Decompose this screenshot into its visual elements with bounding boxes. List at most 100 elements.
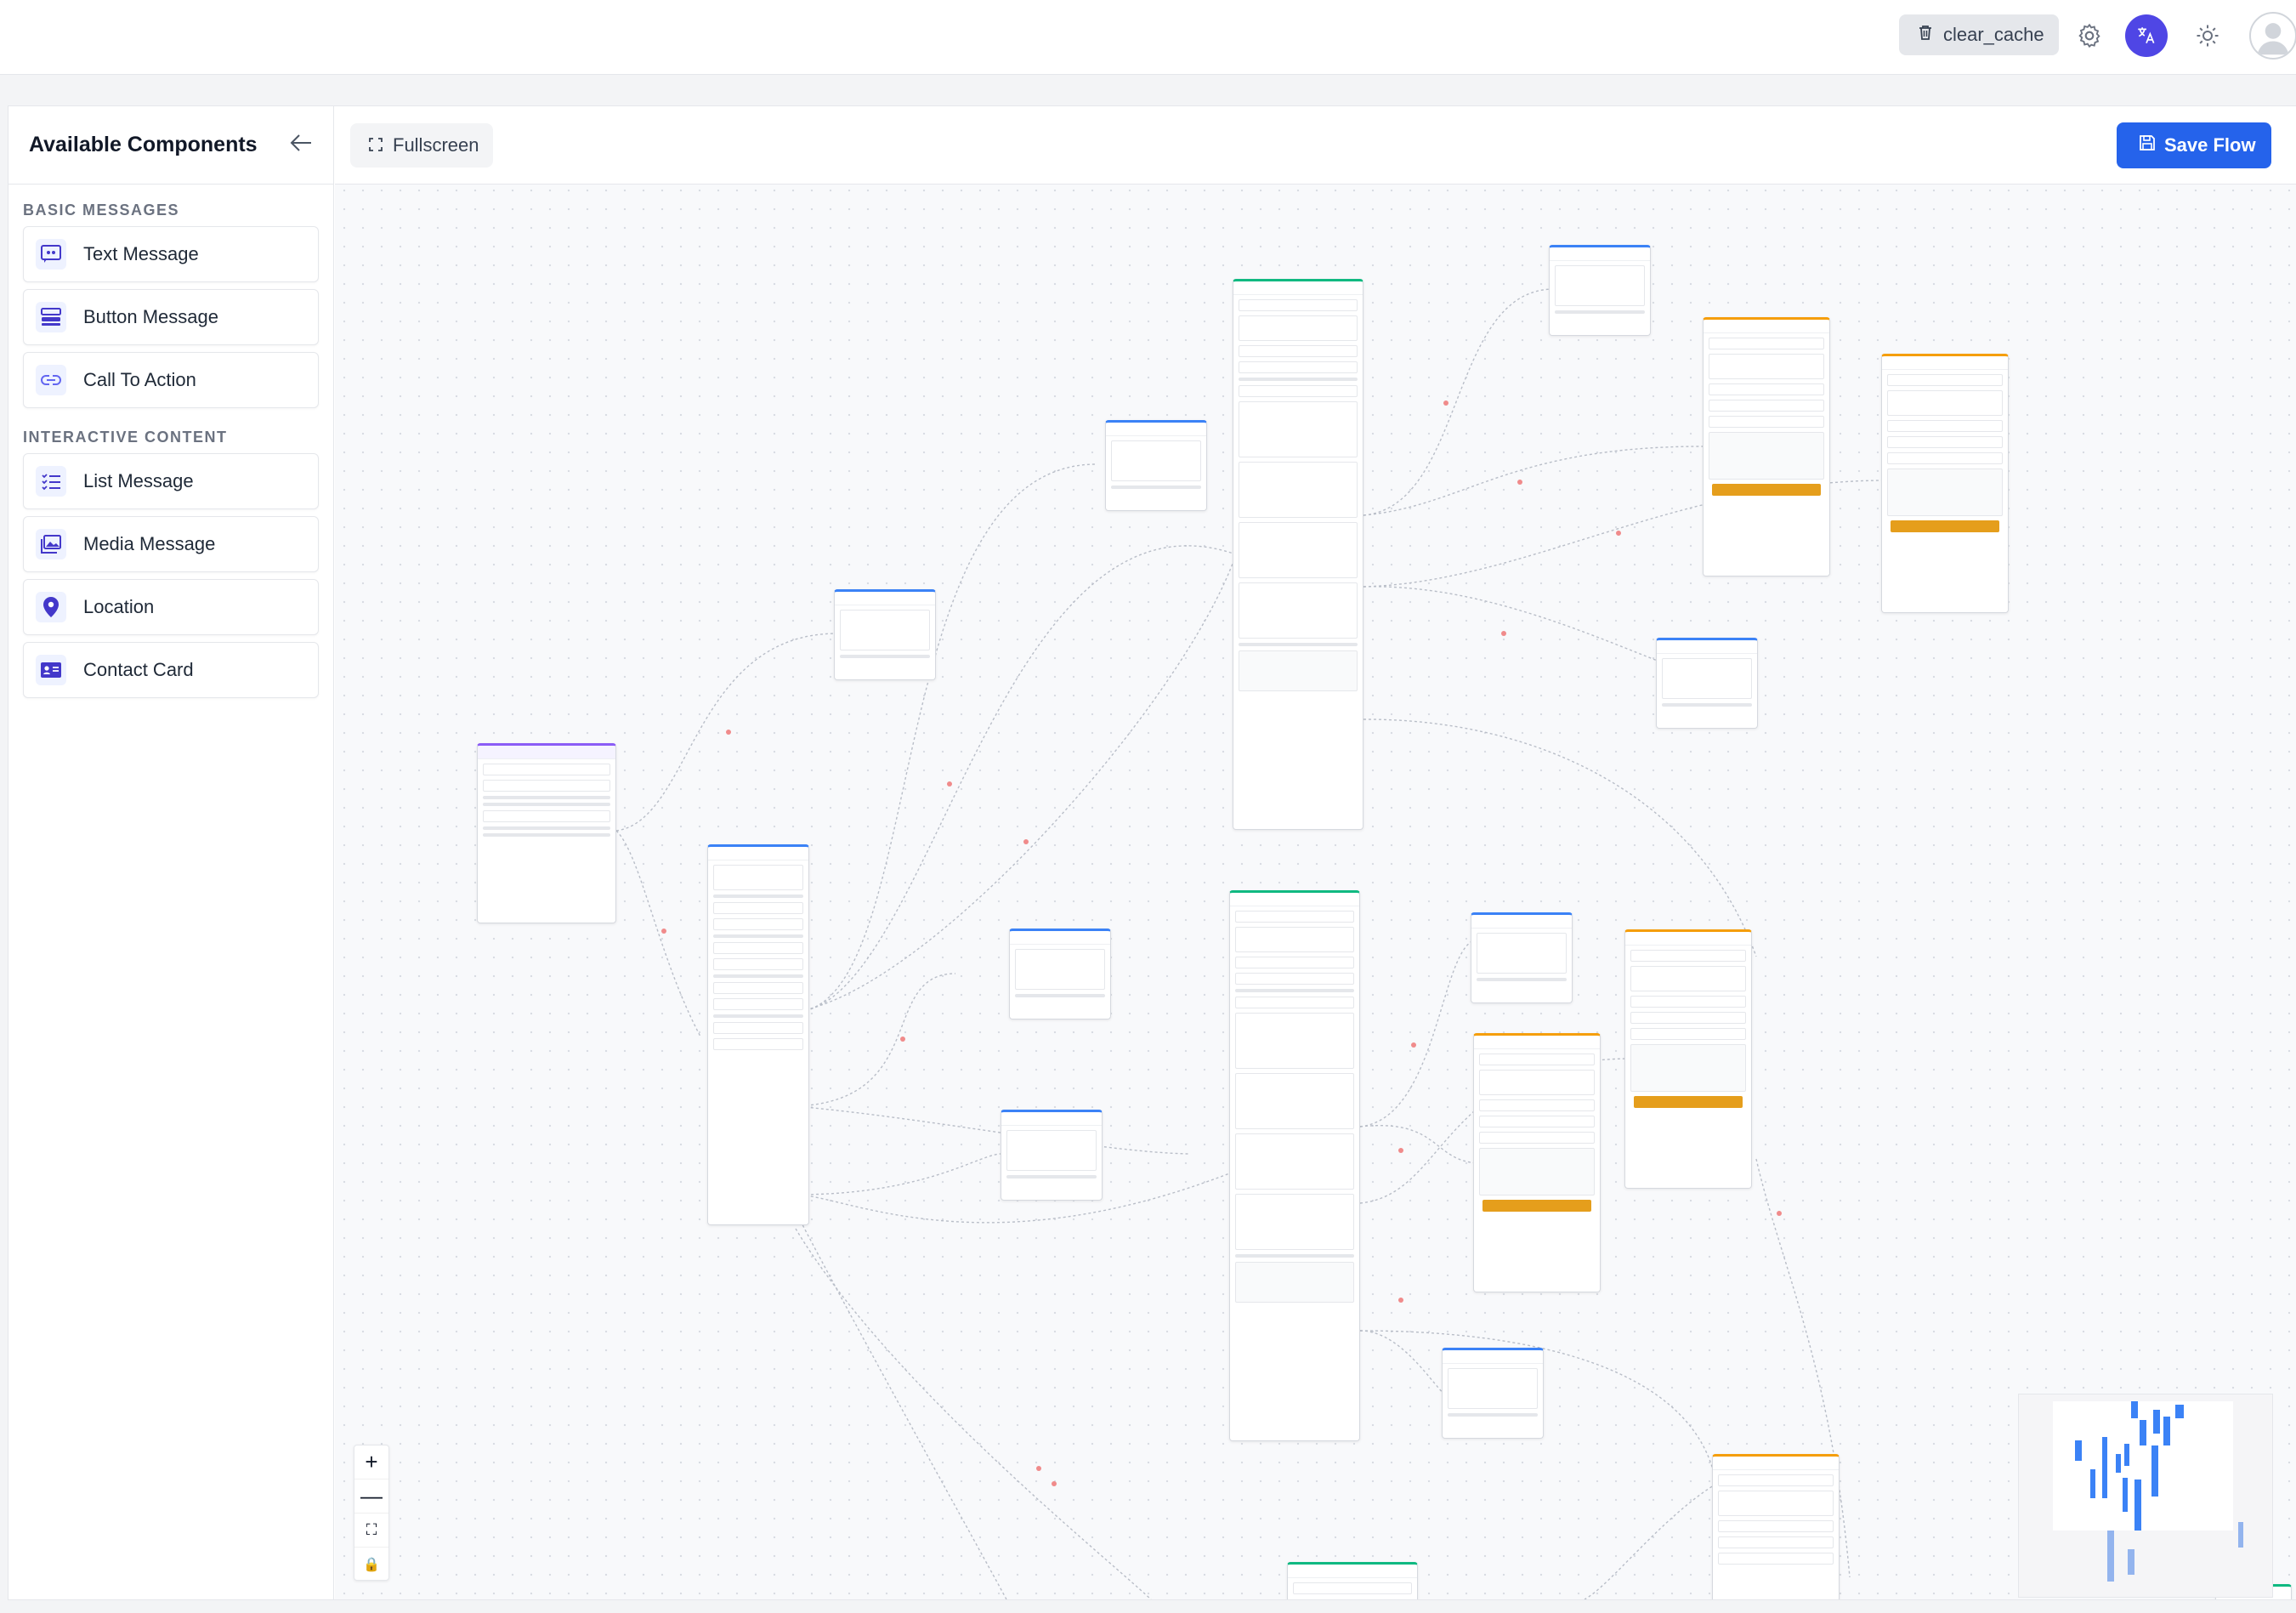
flow-node[interactable] bbox=[834, 589, 936, 680]
canvas-toolbar: Fullscreen Save Flow bbox=[335, 106, 2296, 185]
node-field bbox=[1709, 338, 1824, 349]
node-field bbox=[1479, 1099, 1595, 1111]
node-field bbox=[1662, 658, 1752, 699]
flow-node[interactable] bbox=[707, 844, 809, 1225]
node-text-line bbox=[1235, 1254, 1354, 1258]
node-header bbox=[1625, 932, 1751, 946]
flow-canvas[interactable]: Fullscreen Save Flow bbox=[335, 106, 2296, 1599]
node-field bbox=[1709, 416, 1824, 428]
collapse-arrow-icon[interactable] bbox=[289, 133, 313, 157]
node-text-line bbox=[483, 803, 610, 806]
node-text-line bbox=[713, 1014, 803, 1018]
zoom-in-button[interactable]: + bbox=[354, 1445, 388, 1480]
cta-preview-button bbox=[1634, 1096, 1743, 1108]
cta-preview-button bbox=[1891, 520, 1999, 532]
flow-builder: Available Components BASIC MESSAGES Text… bbox=[8, 105, 2296, 1600]
node-field bbox=[1630, 950, 1746, 962]
fullscreen-button[interactable]: Fullscreen bbox=[350, 123, 493, 168]
node-field bbox=[713, 982, 803, 994]
node-field bbox=[713, 902, 803, 914]
node-field bbox=[1709, 383, 1824, 395]
node-field bbox=[1235, 927, 1354, 952]
component-label: Location bbox=[83, 596, 155, 617]
flow-node[interactable] bbox=[1473, 1033, 1601, 1292]
node-text-line bbox=[483, 833, 610, 837]
flow-node[interactable] bbox=[1712, 1454, 1840, 1599]
minimap[interactable] bbox=[2018, 1394, 2273, 1598]
node-field bbox=[1887, 420, 2003, 432]
component-label: Call To Action bbox=[83, 369, 196, 390]
flow-node[interactable] bbox=[1105, 420, 1207, 511]
location-pin-icon bbox=[36, 592, 66, 622]
flow-node[interactable] bbox=[1549, 245, 1651, 336]
flow-node[interactable] bbox=[1471, 912, 1573, 1003]
gear-icon[interactable] bbox=[2071, 17, 2108, 54]
flow-node[interactable] bbox=[1881, 354, 2009, 613]
node-header bbox=[708, 847, 808, 860]
flow-node[interactable] bbox=[1624, 929, 1752, 1189]
node-header bbox=[1713, 1457, 1839, 1470]
fit-view-button[interactable]: ⛶ bbox=[354, 1514, 388, 1548]
node-field bbox=[1709, 432, 1824, 480]
sun-icon[interactable] bbox=[2189, 17, 2226, 54]
node-field bbox=[1239, 345, 1358, 357]
flow-node[interactable] bbox=[1656, 638, 1758, 729]
translate-icon[interactable] bbox=[2125, 14, 2168, 57]
component-call-to-action[interactable]: Call To Action bbox=[23, 352, 319, 408]
flow-node[interactable] bbox=[1287, 1562, 1418, 1599]
node-field bbox=[1239, 650, 1358, 691]
list-icon bbox=[36, 466, 66, 497]
node-field bbox=[1235, 1133, 1354, 1190]
node-field bbox=[1887, 390, 2003, 416]
flow-node[interactable] bbox=[1009, 929, 1111, 1019]
flow-node[interactable] bbox=[1233, 279, 1363, 830]
node-text-line bbox=[1239, 643, 1358, 646]
image-icon bbox=[36, 529, 66, 559]
component-media-message[interactable]: Media Message bbox=[23, 516, 319, 572]
flow-node[interactable] bbox=[1001, 1110, 1103, 1201]
node-field bbox=[1479, 1054, 1595, 1065]
node-header bbox=[1704, 320, 1829, 333]
node-field bbox=[1718, 1474, 1834, 1486]
user-avatar[interactable] bbox=[2249, 12, 2296, 60]
component-button-message[interactable]: Button Message bbox=[23, 289, 319, 345]
node-field bbox=[1630, 1028, 1746, 1040]
node-field bbox=[1718, 1553, 1834, 1565]
zoom-out-button[interactable]: — bbox=[354, 1480, 388, 1514]
clear-cache-button[interactable]: clear_cache bbox=[1899, 14, 2059, 55]
component-location[interactable]: Location bbox=[23, 579, 319, 635]
node-field bbox=[1235, 1262, 1354, 1303]
node-field bbox=[1630, 1044, 1746, 1092]
component-list-message[interactable]: List Message bbox=[23, 453, 319, 509]
node-field bbox=[1111, 440, 1201, 481]
node-header bbox=[1550, 247, 1650, 261]
node-field bbox=[1630, 966, 1746, 991]
clear-cache-label: clear_cache bbox=[1943, 24, 2044, 45]
node-text-line bbox=[1477, 978, 1567, 981]
node-field bbox=[1239, 401, 1358, 457]
component-text-message[interactable]: Text Message bbox=[23, 226, 319, 282]
sidebar-header: Available Components bbox=[9, 106, 333, 185]
node-header bbox=[1001, 1112, 1102, 1126]
flow-node[interactable] bbox=[477, 743, 616, 923]
node-field bbox=[1239, 582, 1358, 639]
component-label: Button Message bbox=[83, 306, 218, 327]
section-basic-messages: BASIC MESSAGES bbox=[23, 202, 180, 219]
node-header bbox=[1657, 640, 1757, 654]
flow-node[interactable] bbox=[1229, 890, 1360, 1441]
flow-node[interactable] bbox=[1442, 1348, 1544, 1439]
node-text-line bbox=[1006, 1175, 1097, 1179]
node-field bbox=[1479, 1148, 1595, 1196]
node-header bbox=[1474, 1036, 1600, 1049]
flow-node[interactable] bbox=[1703, 317, 1830, 576]
save-flow-button[interactable]: Save Flow bbox=[2117, 122, 2271, 168]
node-header bbox=[1882, 356, 2008, 370]
lock-button[interactable]: 🔒 bbox=[363, 1558, 380, 1572]
component-contact-card[interactable]: Contact Card bbox=[23, 642, 319, 698]
node-field bbox=[713, 942, 803, 954]
button-stack-icon bbox=[36, 302, 66, 332]
node-field bbox=[713, 1022, 803, 1034]
sidebar-title: Available Components bbox=[29, 133, 258, 156]
node-field bbox=[1235, 973, 1354, 985]
components-sidebar: Available Components BASIC MESSAGES Text… bbox=[9, 106, 334, 1599]
